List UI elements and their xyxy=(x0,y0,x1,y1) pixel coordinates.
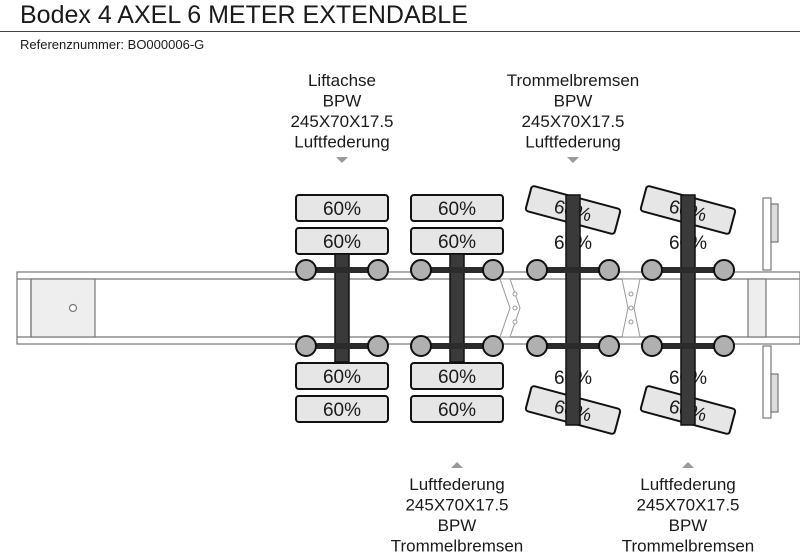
tire-body xyxy=(295,194,389,222)
tire-body xyxy=(410,362,504,390)
wheel-hub xyxy=(295,259,317,281)
axle-crossbar xyxy=(421,343,493,349)
axle-spec-label: 245X70X17.5 xyxy=(290,112,393,131)
reference-number: Referenznummer: BO000006-G xyxy=(20,37,205,52)
axle-spec-label: Luftfederung xyxy=(525,133,620,152)
axle-spec-label: BPW xyxy=(669,516,708,535)
pointer-up-icon xyxy=(682,462,694,468)
tire-bottom-outer: 60% xyxy=(295,395,389,423)
tire-tread-label: 60% xyxy=(438,232,476,253)
axle-spec-label: Luftfederung xyxy=(640,475,735,494)
wheel-hub xyxy=(598,335,620,357)
tire-tread-label: 60% xyxy=(438,199,476,220)
axle-spec-label: Liftachse xyxy=(308,71,376,90)
pointer-up-icon xyxy=(451,462,463,468)
title-divider xyxy=(0,31,800,32)
axle-spec-label: 245X70X17.5 xyxy=(405,496,508,515)
front-plate xyxy=(30,278,96,338)
joint-dot xyxy=(512,305,518,311)
axle-beam xyxy=(449,253,465,363)
axle-beam xyxy=(334,253,350,363)
tire-tread-label: 60% xyxy=(323,199,361,220)
axle-crossbar xyxy=(421,267,493,273)
tire-top-inner: 60% xyxy=(410,227,504,255)
axle-crossbar xyxy=(652,343,724,349)
axles-layer: 60%60%60%60%60%60%60%60%60%60%60%60%60%6… xyxy=(295,185,737,435)
page-title: Bodex 4 AXEL 6 METER EXTENDABLE xyxy=(20,1,468,29)
axle-beam xyxy=(565,194,581,426)
wheel-hub xyxy=(367,335,389,357)
tire-tread-label: 60% xyxy=(438,367,476,388)
extension-joints xyxy=(499,278,641,338)
tire-bottom-outer: 60% xyxy=(410,395,504,423)
axle-spec-label: BPW xyxy=(323,92,362,111)
rear-light-bottom xyxy=(762,345,772,419)
axle-beam xyxy=(680,194,696,426)
tire-body xyxy=(295,362,389,390)
axle-crossbar xyxy=(537,343,609,349)
tire-tread-label: 60% xyxy=(323,367,361,388)
axle-spec-label: Luftfederung xyxy=(409,475,504,494)
wheel-hub xyxy=(641,259,663,281)
axle-spec-label: BPW xyxy=(554,92,593,111)
tire-tread-label: 60% xyxy=(438,400,476,421)
tire-bottom-inner: 60% xyxy=(410,362,504,390)
axle-1: 60% 60% 60% 60% xyxy=(295,194,389,423)
axle-4: 60%60%60%60% xyxy=(639,185,737,435)
kingpin-marker xyxy=(68,303,78,313)
labels-layer: LiftachseBPW245X70X17.5LuftfederungLuftf… xyxy=(290,71,754,552)
axle-crossbar xyxy=(652,267,724,273)
wheel-hub xyxy=(367,259,389,281)
frame-body xyxy=(16,271,800,345)
axle-crossbar xyxy=(306,343,378,349)
joint-dot xyxy=(628,319,634,325)
rear-lamp-top xyxy=(770,203,779,243)
pointer-down-icon xyxy=(336,157,348,163)
joint-dot xyxy=(512,319,518,325)
joint-dot xyxy=(628,305,634,311)
wheel-hub xyxy=(482,335,504,357)
wheel-hub xyxy=(295,335,317,357)
wheel-hub xyxy=(526,259,548,281)
wheel-hub xyxy=(526,335,548,357)
axle-spec-label: BPW xyxy=(438,516,477,535)
wheel-hub xyxy=(482,259,504,281)
axle-spec-label: Luftfederung xyxy=(294,133,389,152)
axle-spec-label: Trommelbremsen xyxy=(391,537,524,552)
tire-body xyxy=(410,194,504,222)
tire-top-outer: 60% xyxy=(410,194,504,222)
axle-spec-label: Trommelbremsen xyxy=(507,71,640,90)
tire-top-inner: 60% xyxy=(295,227,389,255)
tire-bottom-inner: 60% xyxy=(295,362,389,390)
axle-spec-label: 245X70X17.5 xyxy=(521,112,624,131)
axle-spec-label: 245X70X17.5 xyxy=(636,496,739,515)
axle-3: 60%60%60%60% xyxy=(524,185,622,435)
tire-body xyxy=(410,395,504,423)
rear-lamp-bottom xyxy=(770,373,779,413)
wheel-hub xyxy=(410,335,432,357)
tire-tread-label: 60% xyxy=(323,400,361,421)
rear-plate xyxy=(747,278,767,338)
axle-crossbar xyxy=(306,267,378,273)
pointer-down-icon xyxy=(567,157,579,163)
wheel-hub xyxy=(641,335,663,357)
axle-2: 60% 60% 60% 60% xyxy=(410,194,504,423)
wheel-hub xyxy=(713,335,735,357)
tire-top-outer: 60% xyxy=(295,194,389,222)
tire-tread-label: 60% xyxy=(323,232,361,253)
rear-lights xyxy=(762,197,779,419)
wheel-hub xyxy=(598,259,620,281)
joint-dot xyxy=(628,291,634,297)
chassis-frame xyxy=(16,271,800,345)
joint-dot xyxy=(512,291,518,297)
tire-body xyxy=(295,395,389,423)
wheel-hub xyxy=(713,259,735,281)
axle-crossbar xyxy=(537,267,609,273)
axle-spec-label: Trommelbremsen xyxy=(622,537,755,552)
rear-light-top xyxy=(762,197,772,271)
wheel-hub xyxy=(410,259,432,281)
